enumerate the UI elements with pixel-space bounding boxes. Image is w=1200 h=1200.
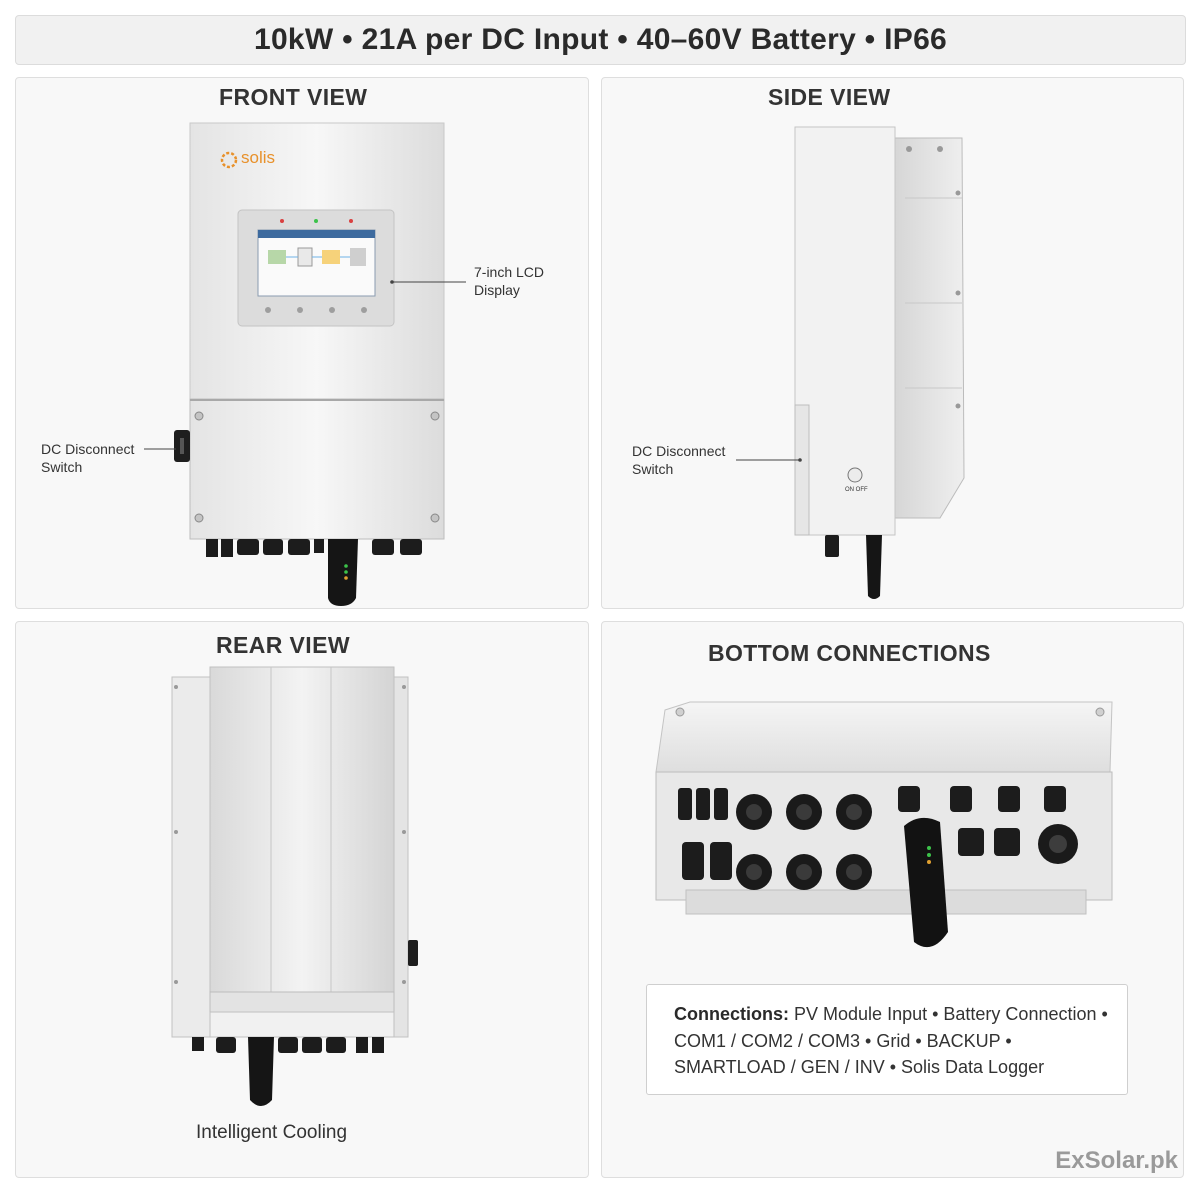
connections-line-1: Connections: PV Module Input • Battery C… (674, 1001, 1127, 1028)
rear-inverter-illustration (171, 666, 418, 1106)
bottom-connections-title: BOTTOM CONNECTIONS (708, 640, 991, 666)
front-inverter-illustration (144, 122, 466, 606)
front-logo-text: solis (241, 148, 276, 167)
rear-view-title: REAR VIEW (216, 632, 350, 658)
lcd-callout-line1: 7-inch LCD (474, 264, 545, 280)
front-view-title: FRONT VIEW (219, 84, 368, 110)
bottom-connections-panel: BOTTOM CONNECTIONS (601, 621, 1184, 1178)
side-view-title: SIDE VIEW (768, 84, 891, 110)
dc-switch-callout-line1: DC Disconnect (41, 441, 135, 457)
brand-watermark: ExSolar.pk (1055, 1147, 1178, 1174)
connections-line-3: SMARTLOAD / GEN / INV • Solis Data Logge… (674, 1057, 1045, 1077)
side-inverter-illustration (736, 126, 965, 599)
side-dc-switch-callout-line2: Switch (632, 461, 674, 477)
rear-view-caption: Intelligent Cooling (196, 1122, 348, 1143)
connections-line-1-text: PV Module Input • Battery Connection • (794, 1004, 1108, 1024)
connections-line-2: COM1 / COM2 / COM3 • Grid • BACKUP • (674, 1030, 1012, 1051)
side-power-button-label: ON OFF (845, 487, 868, 493)
side-view-panel: SIDE VIEW ON OFF DC Disconnect Switch (601, 77, 1184, 609)
connections-info-box: Connections: PV Module Input • Battery C… (646, 984, 1128, 1095)
front-view-panel: FRONT VIEW (15, 77, 589, 609)
rear-view-panel: REAR VIEW Intelligent C (15, 621, 589, 1178)
dc-switch-callout-line2: Switch (41, 459, 83, 475)
lcd-callout-line2: Display (474, 282, 520, 298)
bottom-connections-illustration (655, 701, 1113, 948)
side-dc-switch-callout-line1: DC Disconnect (632, 443, 726, 459)
spec-banner: 10kW • 21A per DC Input • 40–60V Battery… (15, 15, 1186, 65)
connections-label: Connections: (674, 1004, 789, 1024)
